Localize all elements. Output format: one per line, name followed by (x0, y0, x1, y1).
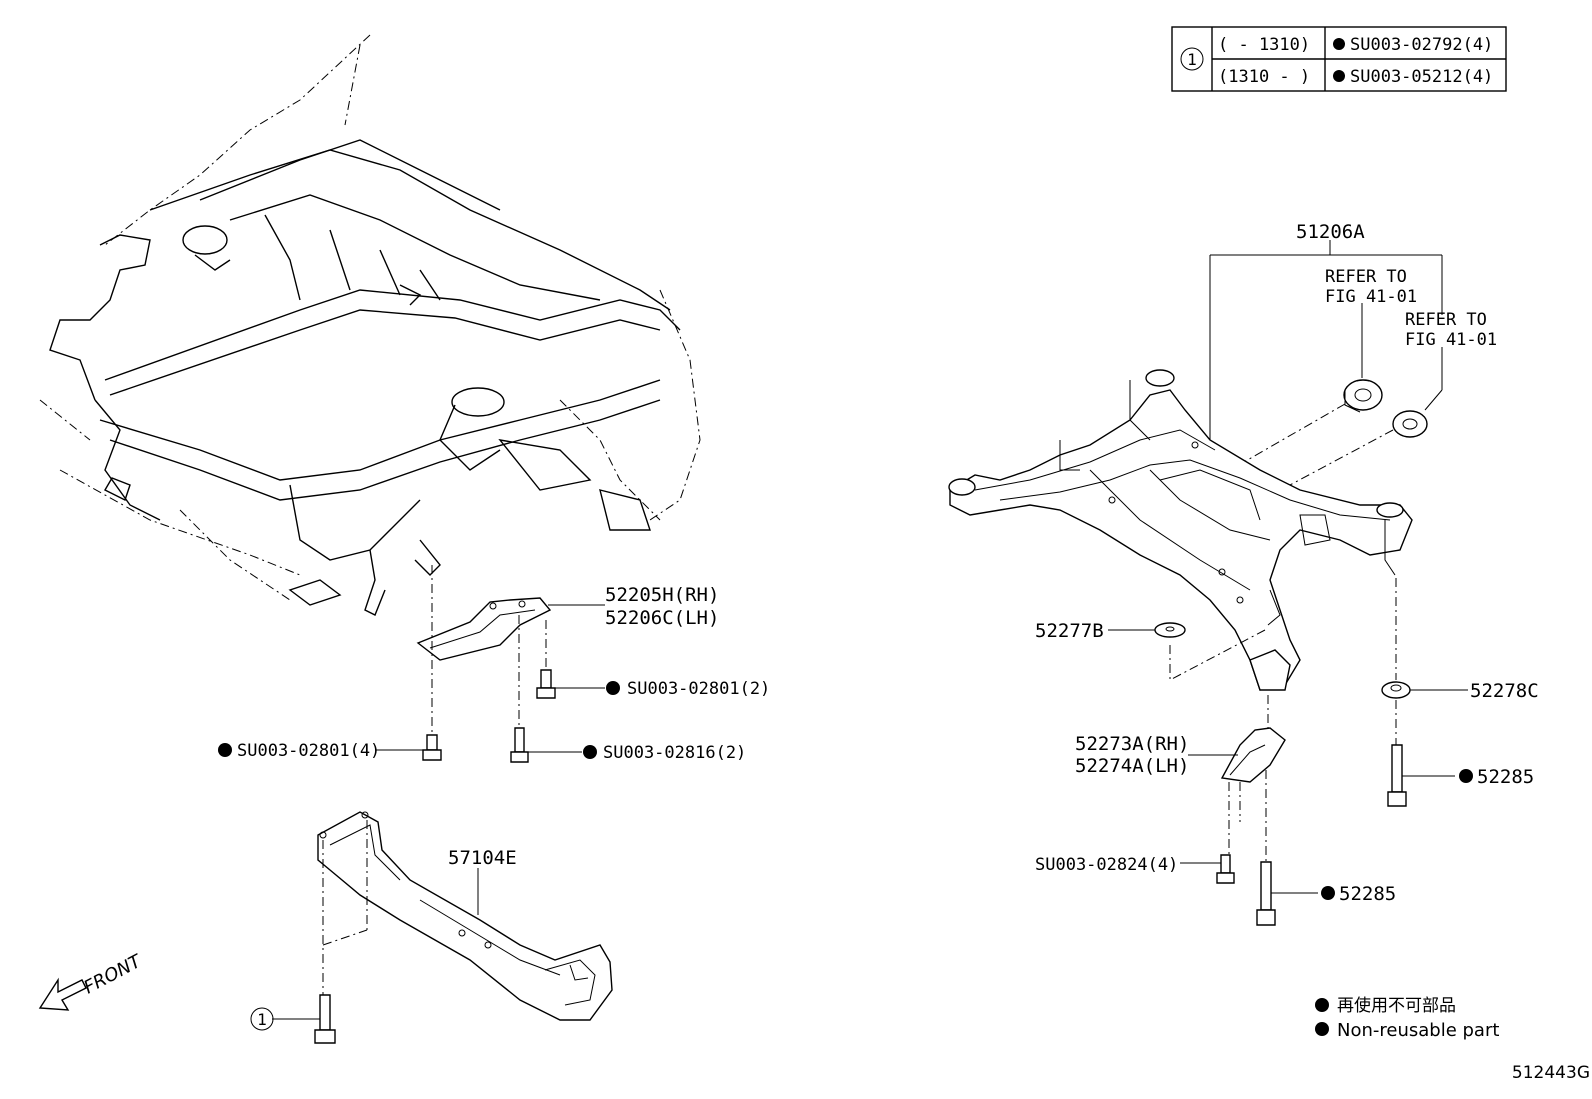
callout-su003-02816-2: SU003-02816(2) (603, 743, 746, 763)
callout-su003-02801-4: SU003-02801(4) (237, 741, 380, 761)
washer-52277B: 52277B (1035, 620, 1186, 642)
bolt-52285-lower: 52285 (1256, 861, 1396, 926)
callout-52285-upper: 52285 (1477, 766, 1534, 788)
refer-2-line-2: FIG 41-01 (1405, 330, 1497, 350)
callout-52278C: 52278C (1470, 680, 1539, 702)
non-reusable-dot-icon (218, 743, 232, 757)
callout-52273A: 52273A(RH) (1075, 733, 1189, 755)
table-row-2-range: (1310 - ) (1218, 67, 1310, 87)
refer-1-line-2: FIG 41-01 (1325, 287, 1417, 307)
table-circle-label: 1 (1187, 50, 1197, 69)
bolt-su003-02824-4: SU003-02824(4) (1035, 854, 1235, 884)
front-bracket-52205H: 52205H(RH) 52206C(LH) (416, 584, 719, 661)
non-reusable-dot-icon (583, 745, 597, 759)
front-label: FRONT (80, 950, 146, 998)
callout-52205H: 52205H(RH) (605, 584, 719, 606)
non-reusable-dot-icon (1315, 1022, 1329, 1036)
non-reusable-dot-icon (1459, 769, 1473, 783)
refer-2-line-1: REFER TO (1405, 310, 1487, 330)
non-reusable-dot-icon (1333, 38, 1345, 50)
bolt-circle-1: 1 (250, 994, 336, 1044)
refer-1-line-1: REFER TO (1325, 267, 1407, 287)
non-reusable-dot-icon (1321, 886, 1335, 900)
front-direction-arrow: FRONT (38, 950, 146, 1011)
bolt-52285-upper: 52285 (1387, 700, 1534, 807)
non-reusable-dot-icon (1333, 70, 1345, 82)
callout-52277B: 52277B (1035, 620, 1104, 642)
table-row-1-range: ( - 1310) (1218, 35, 1310, 55)
callout-su003-02824-4: SU003-02824(4) (1035, 855, 1178, 875)
cross-member-57104E: 57104E (317, 811, 613, 1021)
callout-52206C: 52206C(LH) (605, 607, 719, 629)
callout-52285-lower: 52285 (1339, 883, 1396, 905)
legend-jp: 再使用不可部品 (1337, 995, 1456, 1016)
legend: 再使用不可部品 Non-reusable part (1315, 995, 1499, 1041)
legend-en: Non-reusable part (1337, 1020, 1499, 1041)
rear-bracket-52273A: 52273A(RH) 52274A(LH) (1075, 727, 1286, 783)
bolt-su003-02801-4: SU003-02801(4) (218, 734, 442, 761)
bolt-su003-02801-2: SU003-02801(2) (536, 669, 770, 699)
bolt-su003-02816-2: SU003-02816(2) (510, 727, 746, 763)
callout-su003-02801-2: SU003-02801(2) (627, 679, 770, 699)
rear-subframe-51206A: 51206A REFER TO FIG 41-01 REFER TO FIG 4… (948, 221, 1497, 691)
callout-circle-1: 1 (257, 1010, 267, 1029)
non-reusable-dot-icon (1315, 998, 1329, 1012)
vehicle-front-body-illustration (39, 34, 701, 616)
callout-57104E: 57104E (448, 847, 517, 869)
reference-table: 1 ( - 1310) (1310 - ) SU003-02792(4) SU0… (1171, 26, 1507, 92)
stopper-52278C: 52278C (1381, 680, 1539, 702)
table-row-2-part: SU003-05212(4) (1350, 67, 1493, 87)
callout-51206A: 51206A (1296, 221, 1365, 243)
table-row-1-part: SU003-02792(4) (1350, 35, 1493, 55)
callout-52274A: 52274A(LH) (1075, 755, 1189, 777)
non-reusable-dot-icon (606, 681, 620, 695)
figure-id: 512443G (1512, 1063, 1590, 1083)
